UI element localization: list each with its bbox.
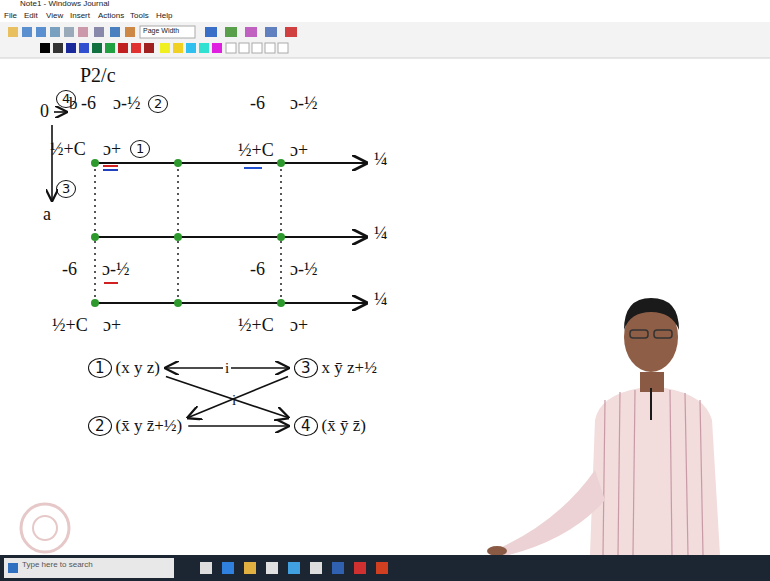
relation-arrow [166,376,288,417]
handwritten-label: ɔ+ [103,140,121,160]
symmetry-position: 1(x y z) [84,356,164,380]
handwritten-label: ½+C [238,316,274,336]
handwritten-label: 0 [40,102,49,122]
search-box-text: Type here to search [22,561,93,570]
coordinate-text: (x̄ y z̄+½) [116,416,183,436]
handwritten-label: ɔ+ [103,316,121,336]
handwritten-label: -6 [250,94,265,114]
edge-label: i [223,360,231,377]
coordinate-text: x ȳ z+½ [322,358,377,378]
callout-number: 2 [88,416,112,436]
coordinate-text: (x̄ ȳ z̄) [322,416,366,436]
handwritten-label: ɔ+ [290,141,308,161]
menu-item: Insert [70,12,90,21]
handwritten-label: ½+C [50,140,86,160]
coordinate-text: (x y z) [116,358,160,378]
handwritten-label: i [232,392,236,409]
handwritten-label: ½+C [52,316,88,336]
handwritten-label: ɔ-½ [102,260,129,280]
window-title: Note1 - Windows Journal [20,0,109,9]
callout-number: 1 [130,140,150,158]
handwritten-label: ½+C [238,141,274,161]
handwritten-label: -6 [81,94,96,114]
handwritten-label: ¼ [374,290,388,310]
callout-number: 1 [88,358,112,378]
menu-item: Edit [24,12,38,21]
callout-number: 2 [148,95,168,113]
symmetry-position: 3x ȳ z+½ [290,356,381,380]
menu-item: File [4,12,17,21]
handwritten-label: -6 [250,260,265,280]
menu-item: Tools [130,12,149,21]
handwritten-label: ɔ-½ [113,94,140,114]
menu-item: Actions [98,12,124,21]
callout-number: 4 [294,416,318,436]
callout-number: 3 [56,180,76,198]
handwritten-label: a [43,205,51,225]
handwritten-label: -6 [62,260,77,280]
menu-item: Help [156,12,172,21]
symmetry-position: 2(x̄ y z̄+½) [84,414,186,438]
handwritten-label: b [69,95,78,114]
symmetry-position: 4(x̄ ȳ z̄) [290,414,370,438]
relation-arrow [188,376,288,417]
handwritten-label: ɔ-½ [290,94,317,114]
handwritten-label: ɔ-½ [290,260,317,280]
zoom-field: Page Width [143,27,179,35]
menu-item: View [46,12,63,21]
relation-arrow [188,425,288,427]
handwritten-label: ¼ [374,150,388,170]
handwritten-label: ¼ [374,224,388,244]
handwritten-label: P2/c [80,64,116,86]
callout-number: 3 [294,358,318,378]
handwritten-label: ɔ+ [290,316,308,336]
